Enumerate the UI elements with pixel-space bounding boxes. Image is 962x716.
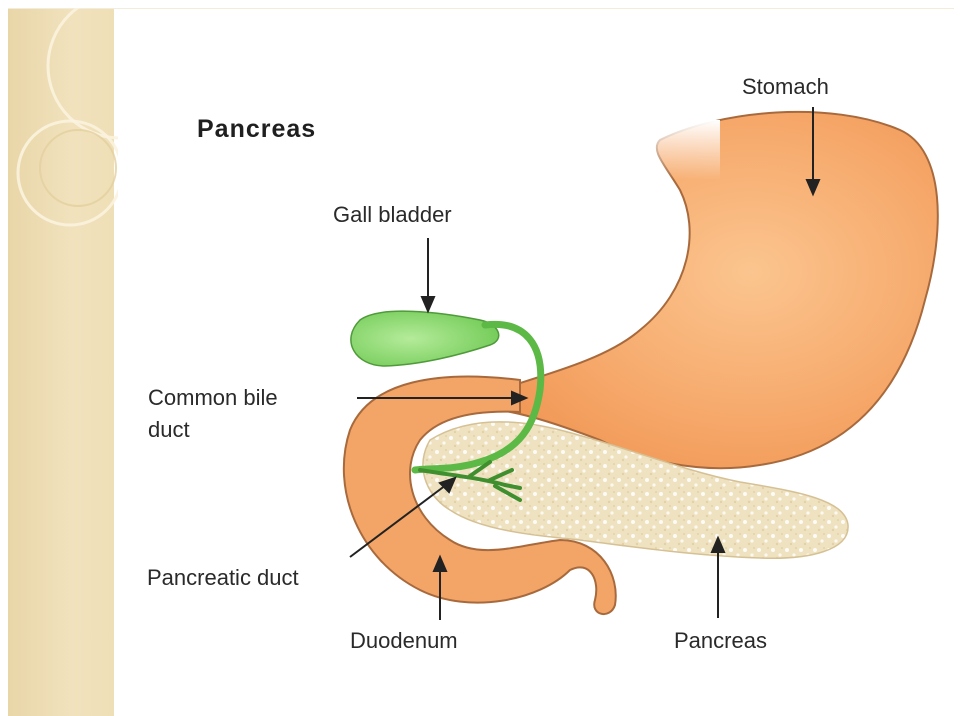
label-pancreatic-duct: Pancreatic duct xyxy=(147,565,299,591)
label-stomach: Stomach xyxy=(742,74,829,100)
label-pancreas: Pancreas xyxy=(674,628,767,654)
label-common-bile-duct-line2: duct xyxy=(148,417,190,443)
gall-bladder-shape xyxy=(351,311,499,366)
label-common-bile-duct-line1: Common bile xyxy=(148,385,278,411)
label-gall-bladder: Gall bladder xyxy=(333,202,452,228)
label-duodenum: Duodenum xyxy=(350,628,458,654)
stomach-fade xyxy=(630,120,720,180)
slide-title: Pancreas xyxy=(197,115,316,144)
